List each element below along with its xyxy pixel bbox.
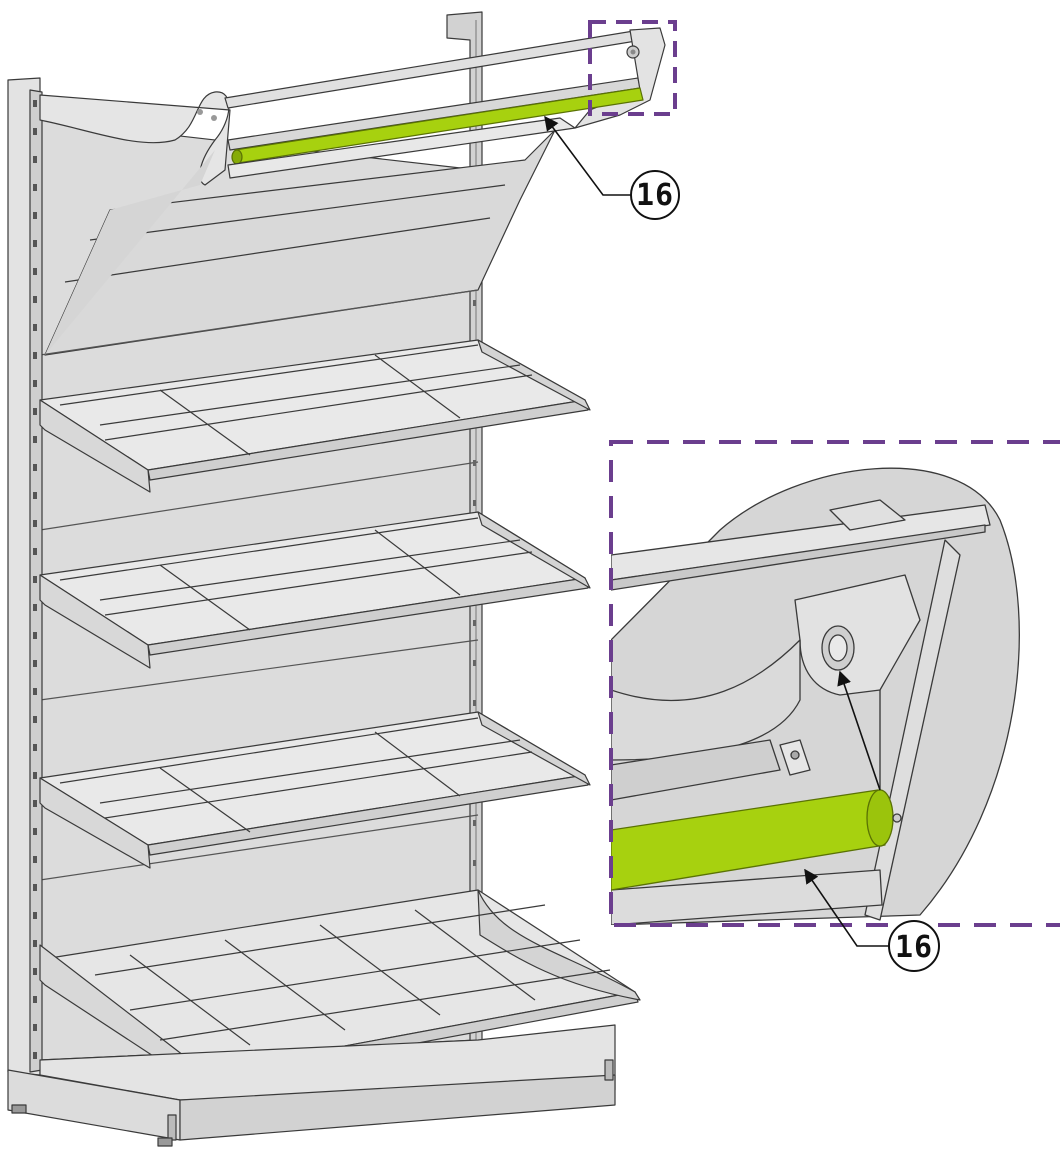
detail-frame [609, 440, 1060, 927]
shelf-3 [39, 711, 591, 869]
highlighted-roller-main [231, 87, 644, 165]
detail-bracket-plate [611, 467, 1020, 925]
shelf-2 [39, 511, 591, 669]
detail-marker-box [588, 20, 677, 116]
canopy-side-bracket [39, 91, 231, 186]
leader-line-main [544, 115, 632, 196]
callout-circle-main [630, 170, 680, 220]
callout-circle-detail [888, 920, 940, 972]
callout-label-detail: 16 [895, 930, 933, 965]
leader-line-detail [804, 868, 889, 947]
leader-line-pivot [837, 670, 881, 791]
highlighted-roller-detail [611, 789, 902, 891]
shelf-1 [39, 339, 591, 493]
detail-view [609, 440, 1060, 927]
panel-separators [39, 289, 479, 881]
callout-label-main: 16 [636, 178, 674, 213]
callout-detail: 16 [888, 920, 940, 972]
callout-main: 16 [630, 170, 680, 220]
upright-slots [33, 100, 37, 1059]
unit-base [7, 1024, 616, 1147]
